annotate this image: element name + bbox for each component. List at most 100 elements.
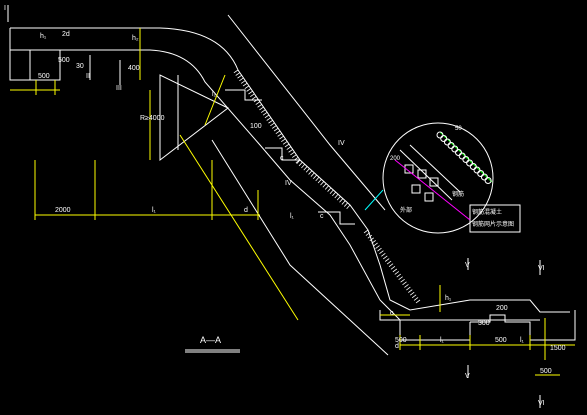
hatch-tick bbox=[284, 143, 290, 148]
hatch-tick bbox=[371, 240, 376, 244]
support-triangle-outline bbox=[159, 74, 229, 162]
hatch-tick bbox=[257, 104, 262, 108]
hatch-tick bbox=[332, 191, 337, 197]
dim-br-500: 500 bbox=[395, 337, 407, 344]
slab-outline bbox=[9, 14, 576, 356]
dim-radius: R≥4000 bbox=[140, 115, 165, 122]
hatch-tick bbox=[320, 181, 325, 186]
hatch-tick bbox=[317, 179, 322, 184]
hatch-tick bbox=[394, 271, 400, 275]
detail-mesh-ring bbox=[473, 166, 481, 174]
hatch-tick bbox=[240, 80, 246, 84]
step-3 bbox=[318, 211, 355, 225]
dim-l2: l₂ bbox=[212, 91, 217, 98]
detail-mesh-ring bbox=[443, 138, 451, 146]
hatch-tick bbox=[237, 74, 242, 79]
section-mark-IV-a: IV bbox=[338, 140, 345, 147]
hatch-tick bbox=[400, 278, 405, 283]
hatch-tick bbox=[390, 265, 396, 270]
hatch-tick bbox=[327, 187, 332, 192]
detail-mesh-ring bbox=[440, 135, 448, 142]
hatch-tick bbox=[415, 299, 421, 304]
hatch-tick bbox=[233, 69, 239, 74]
hatch-tick bbox=[266, 117, 272, 121]
hatch-tick bbox=[281, 138, 286, 142]
dim-br-200: 200 bbox=[496, 305, 508, 312]
dim-br-h1: h₁ bbox=[445, 295, 452, 302]
hatch-tick bbox=[396, 273, 401, 278]
hatch-tick bbox=[271, 125, 277, 129]
hatch-tick bbox=[381, 253, 386, 257]
hatch-tick bbox=[286, 146, 292, 150]
hatch-tick bbox=[301, 164, 306, 169]
slab-top-edge bbox=[10, 27, 570, 313]
hatch-tick bbox=[251, 96, 257, 100]
labels: I II III IV IV V V VI VI h₁ 2d 500 30 50… bbox=[4, 5, 566, 407]
detail-mesh-ring bbox=[447, 142, 455, 149]
detail-callout bbox=[364, 122, 521, 234]
hatch-tick bbox=[298, 161, 303, 167]
hatch-tick bbox=[270, 122, 275, 127]
detail-cut-line bbox=[394, 159, 471, 221]
hatch-tick bbox=[313, 174, 317, 179]
hatch-tick bbox=[402, 281, 407, 286]
detail-block-5 bbox=[424, 192, 434, 202]
detail-block-3 bbox=[429, 177, 439, 187]
dim-top-h2: h₂ bbox=[132, 35, 139, 42]
hatch-tick bbox=[392, 268, 398, 273]
hatch-tick bbox=[250, 93, 255, 97]
detail-leader bbox=[364, 189, 384, 211]
hatch-tick bbox=[259, 106, 264, 111]
hatch-tick bbox=[273, 127, 279, 132]
hatch-tick bbox=[375, 245, 380, 249]
detail-mesh-ring bbox=[477, 170, 485, 177]
section-mark-VI-a: VI bbox=[538, 265, 545, 272]
dim-top-2d: 2d bbox=[62, 31, 70, 38]
hatch-tick bbox=[282, 141, 288, 145]
dim-br-l1: l₁ bbox=[440, 337, 445, 344]
hatch-tick bbox=[239, 77, 244, 82]
hatch-tick bbox=[322, 183, 327, 188]
hatch-tick bbox=[329, 189, 334, 194]
hatch-tick bbox=[288, 149, 293, 153]
detail-slab-line-2 bbox=[409, 144, 461, 193]
slope-hatch bbox=[233, 69, 421, 304]
detail-circle bbox=[382, 122, 494, 234]
section-markers bbox=[7, 5, 541, 408]
detail-mesh-ring bbox=[466, 159, 474, 167]
hatch-tick bbox=[408, 289, 413, 293]
dim-top-500b: 500 bbox=[58, 57, 70, 64]
hatch-tick bbox=[308, 170, 313, 175]
step-2 bbox=[265, 147, 300, 161]
hatch-tick bbox=[279, 135, 284, 140]
detail-mesh-ring bbox=[484, 177, 492, 184]
detail-tag-2: 外部 bbox=[400, 206, 412, 214]
hatch-tick bbox=[261, 109, 266, 113]
hatch-tick bbox=[315, 176, 320, 182]
hatch-tick bbox=[384, 258, 390, 262]
section-mark-IV-b: IV bbox=[285, 180, 292, 187]
hatch-tick bbox=[293, 157, 299, 161]
step-1 bbox=[225, 89, 262, 101]
hatch-tick bbox=[365, 232, 371, 236]
dim-l1-h: l₁ bbox=[152, 207, 157, 214]
hatch-tick bbox=[411, 294, 417, 299]
hatch-tick bbox=[244, 85, 250, 90]
right-block bbox=[470, 310, 576, 341]
hatch-tick bbox=[277, 133, 282, 137]
detail-label-box bbox=[469, 204, 521, 233]
hatch-tick bbox=[367, 234, 373, 239]
dim-br-500c: 500 bbox=[540, 368, 552, 375]
support-triangle bbox=[159, 74, 229, 162]
detail-mesh-ring bbox=[469, 163, 477, 170]
hatch-tick bbox=[275, 130, 281, 135]
hatch-tick bbox=[303, 166, 308, 171]
hatch-tick bbox=[262, 112, 268, 116]
hatch-tick bbox=[248, 90, 253, 95]
hatch-tick bbox=[246, 88, 251, 92]
detail-block-2 bbox=[417, 169, 427, 179]
hatch-tick bbox=[290, 151, 295, 156]
dim-br-300: 300 bbox=[478, 320, 490, 327]
